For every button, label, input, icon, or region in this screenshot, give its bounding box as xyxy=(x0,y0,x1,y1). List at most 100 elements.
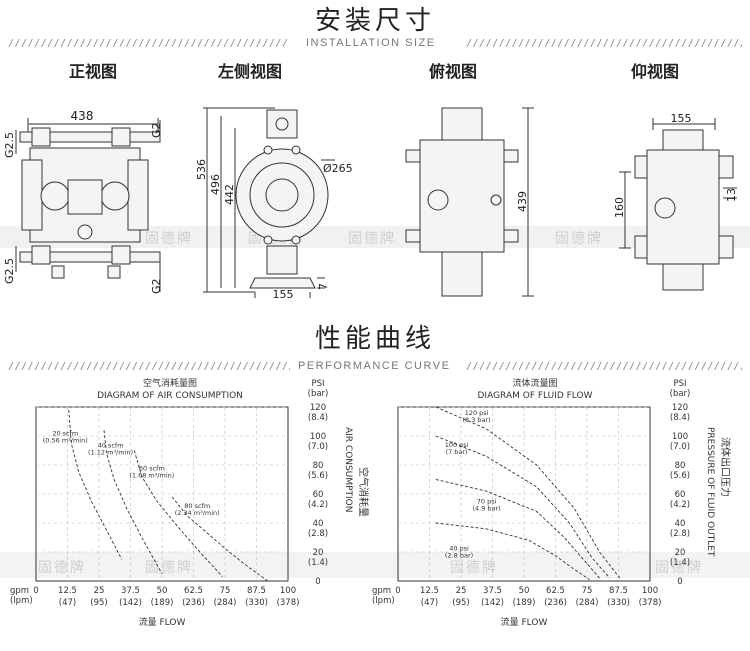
y-tick-label: 60 xyxy=(313,490,324,500)
y-tick-label: 100 xyxy=(310,432,326,442)
watermark-band-top xyxy=(0,226,750,248)
series-label-sub: (8.3 bar) xyxy=(462,416,490,424)
y-tick-label: 120 xyxy=(672,403,688,413)
y-tick-bar-label: (7.0) xyxy=(308,442,328,452)
bottom-view-side: 13 xyxy=(725,188,738,202)
watermark-text: 固德牌 xyxy=(348,231,396,247)
y-tick-bar-label: (2.8) xyxy=(670,529,690,539)
front-view-drawing: 438 G2.5 G2.5 G2 G2 xyxy=(3,109,163,294)
series-label-sub: (0.56 m³/min) xyxy=(43,436,88,444)
series-label-sub: (7 bar) xyxy=(446,448,468,456)
y-tick-label: 80 xyxy=(675,461,686,471)
series-line xyxy=(435,522,590,580)
view-label-bottom: 仰视图 xyxy=(630,62,679,81)
series-line xyxy=(133,450,223,578)
x-tick-label: 100 xyxy=(280,586,296,596)
series-line xyxy=(68,409,123,560)
performance-curve-subtitle: PERFORMANCE CURVE xyxy=(298,360,451,372)
y-tick-label: 80 xyxy=(313,461,324,471)
x-tick-lpm-label: (378) xyxy=(639,598,662,608)
series-label: 20 scfm xyxy=(52,429,78,437)
side-base-width: 155 xyxy=(273,288,294,300)
x-tick-lpm-label: (47) xyxy=(59,598,76,608)
side-diameter: Ø265 xyxy=(323,162,353,175)
series-label-sub: (1.68 m³/min) xyxy=(129,472,174,480)
divider-right-2: ////////////////////////////////////////… xyxy=(466,361,742,372)
series-label: 100 psi xyxy=(445,441,469,449)
x-tick-label: 25 xyxy=(94,586,105,596)
y-tick-bar-label: (1.4) xyxy=(670,558,690,568)
fluid-chart-title: 流体流量图 xyxy=(512,379,558,389)
y-tick-label: 40 xyxy=(675,519,686,529)
side-height-442: 442 xyxy=(223,184,236,205)
y-tick-bar-label: (4.2) xyxy=(670,500,690,510)
y-tick-label: 40 xyxy=(313,519,324,529)
x-unit-label: gpm xyxy=(10,586,29,596)
watermark-band-bottom xyxy=(0,552,750,578)
y-tick-bar-label: (5.6) xyxy=(670,471,690,481)
x-tick-label: 12.5 xyxy=(58,586,77,596)
air-chart-subtitle: DIAGRAM OF AIR CONSUMPTION xyxy=(97,391,243,401)
series-label: 40 scfm xyxy=(98,441,124,449)
view-label-front: 正视图 xyxy=(68,62,117,81)
installation-size-title: 安装尺寸 xyxy=(314,6,435,36)
x-tick-lpm-label: (189) xyxy=(513,598,536,608)
front-left-bottom-port: G2.5 xyxy=(3,258,16,284)
x-tick-label: 75 xyxy=(220,586,231,596)
x-tick-lpm-label: (47) xyxy=(421,598,438,608)
x-axis-label: 流量 FLOW xyxy=(139,616,186,628)
series-label-sub: (2.8 bar) xyxy=(445,551,473,559)
x-tick-label: 62.5 xyxy=(546,586,565,596)
x-unit2-label: (lpm) xyxy=(372,596,395,606)
series-line xyxy=(435,435,611,579)
x-tick-label: 62.5 xyxy=(184,586,203,596)
top-view-drawing: 439 xyxy=(405,107,534,297)
watermark-text: 固德牌 xyxy=(655,560,703,576)
x-tick-label: 12.5 xyxy=(420,586,439,596)
x-tick-lpm-label: (284) xyxy=(576,598,599,608)
y-tick-bar-label: (5.6) xyxy=(308,471,328,481)
watermark-text: 固德牌 xyxy=(38,560,86,576)
x-tick-lpm-label: (236) xyxy=(182,598,205,608)
divider-right: ////////////////////////////////////////… xyxy=(466,38,742,49)
side-view-drawing: 536 496 442 Ø265 155 7 xyxy=(195,107,353,300)
x-tick-label: 0 xyxy=(33,586,38,596)
y-axis-label-cn: 空气消耗量 xyxy=(357,467,370,517)
side-height-496: 496 xyxy=(209,174,222,195)
series-line xyxy=(435,406,621,579)
performance-curve-title: 性能曲线 xyxy=(314,324,435,354)
y-tick-label: 120 xyxy=(310,403,326,413)
series-line xyxy=(171,496,269,582)
bottom-view-width: 155 xyxy=(671,112,692,125)
x-tick-lpm-label: (330) xyxy=(245,598,268,608)
x-tick-label: 37.5 xyxy=(121,586,140,596)
y-tick-bar-label: (7.0) xyxy=(670,442,690,452)
series-label-sub: (4.9 bar) xyxy=(472,504,500,512)
y-tick-label: 60 xyxy=(675,490,686,500)
x-tick-lpm-label: (236) xyxy=(544,598,567,608)
y-tick-bar-label: (2.8) xyxy=(308,529,328,539)
side-foot-height: 7 xyxy=(317,283,330,290)
bottom-view-drawing: 155 160 13 xyxy=(613,112,738,291)
view-label-top: 俯视图 xyxy=(428,62,477,81)
front-right-bottom-port: G2 xyxy=(150,278,163,294)
series-label-sub: (1.12 m³/min) xyxy=(88,448,133,456)
y-tick-label: 100 xyxy=(672,432,688,442)
x-tick-lpm-label: (95) xyxy=(452,598,469,608)
series-label-sub: (2.34 m³/min) xyxy=(175,509,220,517)
y-axis-label-en: PRESSURE OF FLUID OUTLET xyxy=(705,427,715,557)
x-unit2-label: (lpm) xyxy=(10,596,33,606)
series-label: 120 psi xyxy=(465,409,489,417)
front-width-dimension: 438 xyxy=(71,109,94,123)
x-tick-label: 25 xyxy=(456,586,467,596)
series-line xyxy=(103,430,163,575)
y-axis-label-cn: 流体出口压力 xyxy=(719,437,732,497)
y-tick-label: 0 xyxy=(315,577,320,587)
x-tick-lpm-label: (189) xyxy=(151,598,174,608)
x-tick-label: 100 xyxy=(642,586,658,596)
x-tick-lpm-label: (142) xyxy=(119,598,142,608)
view-label-left-side: 左侧视图 xyxy=(217,62,282,81)
x-tick-label: 75 xyxy=(582,586,593,596)
bottom-view-height: 160 xyxy=(613,197,626,218)
